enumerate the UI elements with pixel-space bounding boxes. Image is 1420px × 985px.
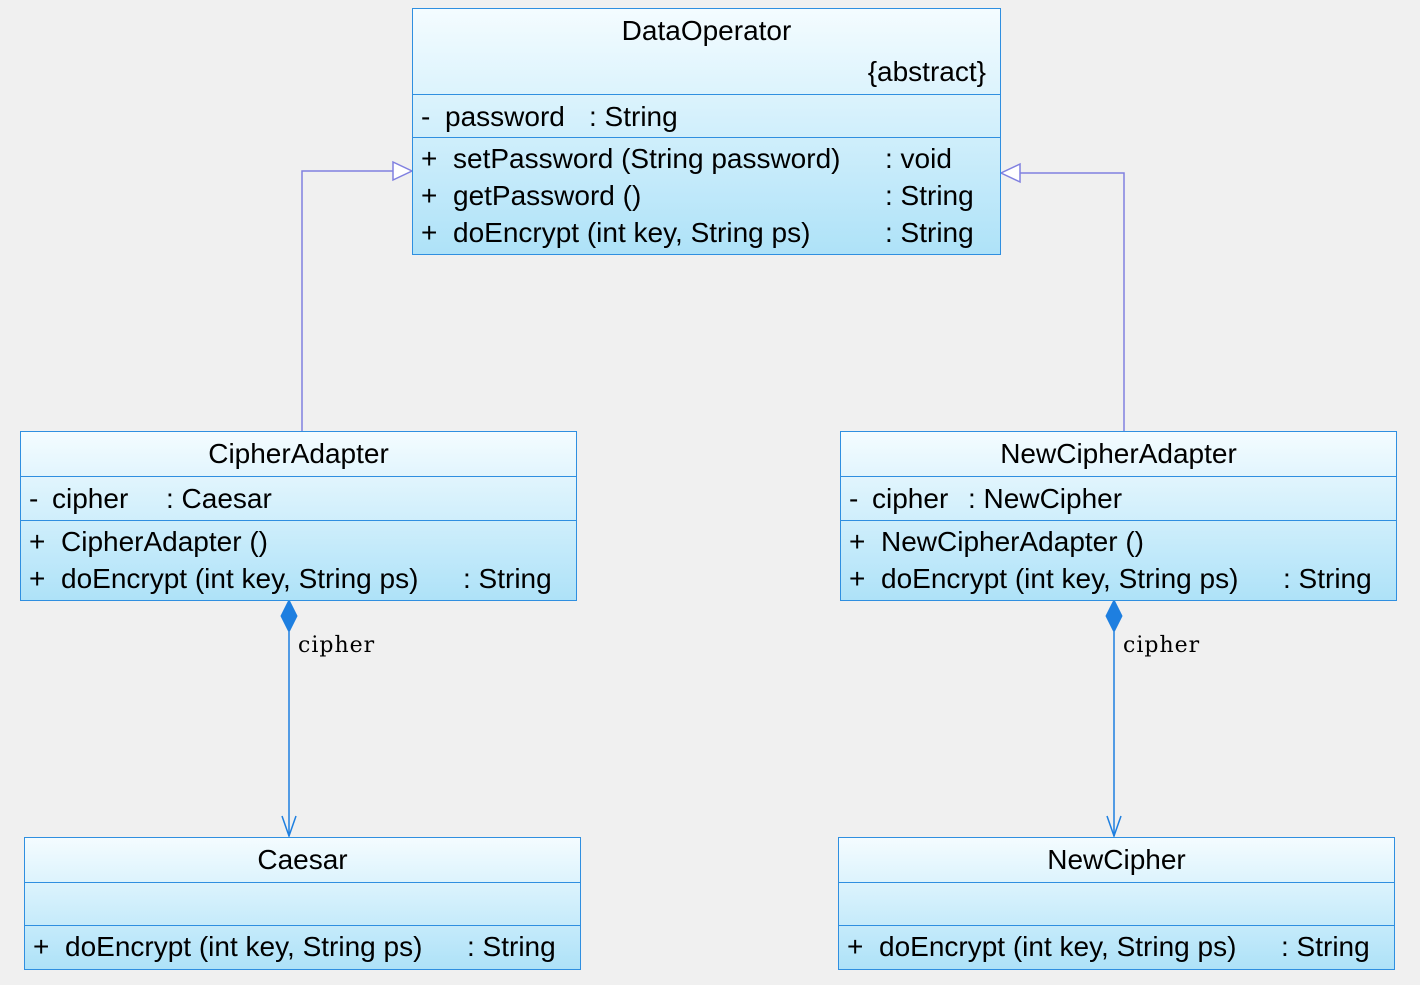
operation-return-type: : String — [1283, 563, 1372, 594]
operation-row: + CipherAdapter () — [21, 523, 576, 560]
operation-return-type: : String — [885, 217, 974, 248]
visibility: + — [421, 143, 438, 174]
operations-compartment: + doEncrypt (int key, String ps) : Strin… — [25, 926, 580, 965]
operation-signature: doEncrypt (int key, String ps) — [881, 563, 1239, 594]
composition-right-diamond — [1105, 598, 1123, 634]
class-name: CipherAdapter — [208, 438, 389, 469]
stereotype: {abstract} — [867, 56, 986, 87]
role-label-right: cipher — [1123, 633, 1201, 658]
class-name-compartment: NewCipherAdapter — [841, 432, 1396, 477]
attribute-type: : Caesar — [166, 483, 272, 514]
generalization-left-line — [301, 170, 393, 431]
class-name: Caesar — [257, 844, 348, 875]
attributes-compartment: - cipher : NewCipher — [841, 477, 1396, 521]
attributes-compartment: - password : String — [413, 95, 1000, 138]
operation-row: + doEncrypt (int key, String ps) : Strin… — [413, 214, 1000, 251]
attributes-compartment — [839, 883, 1394, 926]
class-caesar[interactable]: Caesar + doEncrypt (int key, String ps) … — [24, 837, 581, 970]
visibility: + — [29, 563, 46, 594]
visibility: + — [29, 526, 46, 557]
class-data-operator[interactable]: DataOperator {abstract} - password : Str… — [412, 8, 1001, 255]
operation-signature: doEncrypt (int key, String ps) — [61, 563, 419, 594]
visibility: + — [849, 526, 866, 557]
operation-return-type: : String — [463, 563, 552, 594]
attributes-compartment: - cipher : Caesar — [21, 477, 576, 521]
operation-signature: doEncrypt (int key, String ps) — [879, 931, 1237, 962]
class-name: DataOperator — [621, 15, 792, 46]
navigability-right-arrowhead — [1106, 815, 1122, 839]
operation-signature: getPassword () — [453, 180, 642, 211]
operation-row: + doEncrypt (int key, String ps) : Strin… — [25, 928, 580, 965]
attribute-type: : String — [589, 101, 678, 132]
attribute-name: cipher — [872, 483, 949, 514]
operations-compartment: + doEncrypt (int key, String ps) : Strin… — [839, 926, 1394, 965]
operation-row: + setPassword (String password) : void — [413, 140, 1000, 177]
class-name-compartment: NewCipher — [839, 838, 1394, 883]
operation-signature: NewCipherAdapter () — [881, 526, 1144, 557]
operation-row: + doEncrypt (int key, String ps) : Strin… — [839, 928, 1394, 965]
role-label-left: cipher — [298, 633, 376, 658]
navigability-left-arrowhead — [281, 815, 297, 839]
visibility: - — [421, 101, 431, 132]
operation-signature: doEncrypt (int key, String ps) — [65, 931, 423, 962]
class-new-cipher[interactable]: NewCipher + doEncrypt (int key, String p… — [838, 837, 1395, 970]
attribute-name: password — [445, 101, 565, 132]
attribute-type: : NewCipher — [968, 483, 1123, 514]
class-name-compartment: DataOperator {abstract} — [413, 9, 1000, 95]
visibility: - — [29, 483, 39, 514]
generalization-right-line — [1020, 172, 1125, 431]
visibility: + — [421, 180, 438, 211]
operations-compartment: + CipherAdapter () + doEncrypt (int key,… — [21, 521, 576, 597]
class-name-compartment: CipherAdapter — [21, 432, 576, 477]
generalization-left-arrowhead — [392, 160, 414, 182]
class-name-compartment: Caesar — [25, 838, 580, 883]
operation-return-type: : String — [885, 180, 974, 211]
attribute-row: - cipher : Caesar — [21, 480, 576, 517]
attribute-name: cipher — [52, 483, 129, 514]
class-cipher-adapter[interactable]: CipherAdapter - cipher : Caesar + Cipher… — [20, 431, 577, 601]
operation-row: + getPassword () : String — [413, 177, 1000, 214]
operation-row: + doEncrypt (int key, String ps) : Strin… — [841, 560, 1396, 597]
class-name: NewCipher — [1047, 844, 1186, 875]
class-new-cipher-adapter[interactable]: NewCipherAdapter - cipher : NewCipher + … — [840, 431, 1397, 601]
operation-row: + NewCipherAdapter () — [841, 523, 1396, 560]
visibility: + — [847, 931, 864, 962]
visibility: + — [33, 931, 50, 962]
class-name: NewCipherAdapter — [1000, 438, 1237, 469]
operation-return-type: : void — [885, 143, 952, 174]
operations-compartment: + setPassword (String password) : void +… — [413, 138, 1000, 251]
composition-left-diamond — [280, 598, 298, 634]
attribute-row: - cipher : NewCipher — [841, 480, 1396, 517]
operations-compartment: + NewCipherAdapter () + doEncrypt (int k… — [841, 521, 1396, 597]
operation-return-type: : String — [467, 931, 556, 962]
operation-row: + doEncrypt (int key, String ps) : Strin… — [21, 560, 576, 597]
attribute-row: - password : String — [413, 98, 1000, 135]
operation-signature: CipherAdapter () — [61, 526, 268, 557]
visibility: + — [421, 217, 438, 248]
generalization-right-arrowhead — [999, 162, 1021, 184]
visibility: - — [849, 483, 859, 514]
visibility: + — [849, 563, 866, 594]
operation-signature: setPassword (String password) — [453, 143, 841, 174]
attributes-compartment — [25, 883, 580, 926]
operation-signature: doEncrypt (int key, String ps) — [453, 217, 811, 248]
operation-return-type: : String — [1281, 931, 1370, 962]
